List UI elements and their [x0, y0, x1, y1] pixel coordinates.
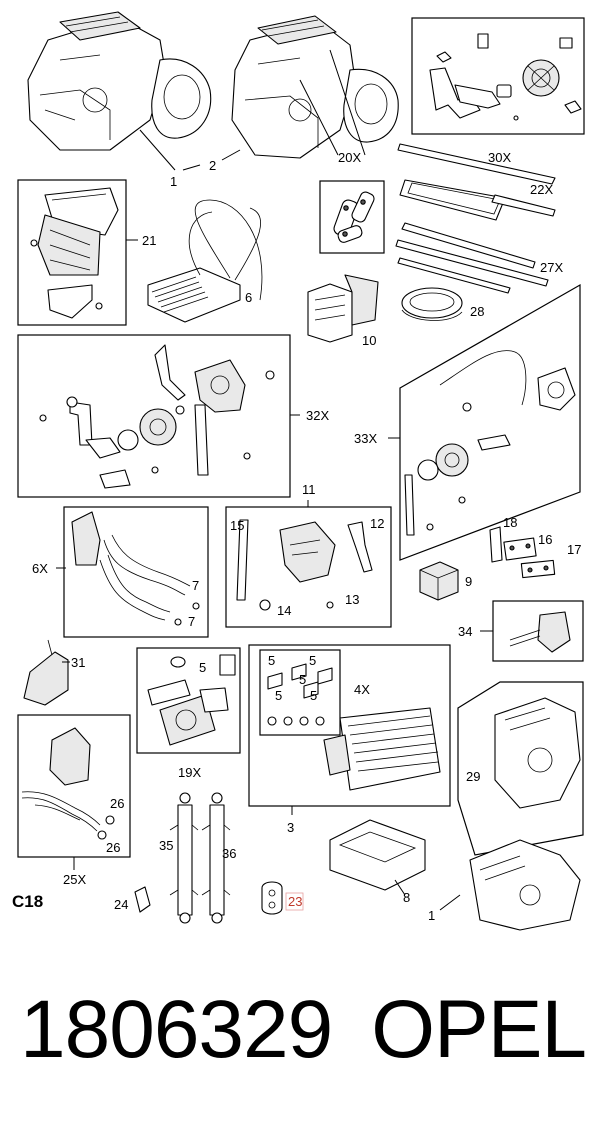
- callout-26a: 26: [110, 796, 124, 811]
- tray-8: [329, 819, 426, 896]
- callout-23: 23: [288, 894, 302, 909]
- callout-19x: 19X: [178, 765, 201, 780]
- callout-5f: 5: [310, 688, 317, 703]
- frame-6x: [63, 506, 209, 638]
- frame-3: [248, 644, 451, 807]
- callout-17: 17: [567, 542, 581, 557]
- callout-2: 2: [209, 158, 216, 173]
- callout-7b: 7: [188, 614, 195, 629]
- resistor-kit-16-17-18: [489, 526, 556, 579]
- seal-strips-22x: [397, 143, 556, 221]
- callout-31: 31: [71, 655, 85, 670]
- frame-20x: [319, 180, 385, 254]
- heater-housing-1b: [439, 839, 581, 931]
- callout-28: 28: [470, 304, 484, 319]
- frame-29: [457, 681, 584, 856]
- control-unit-6: [147, 199, 263, 323]
- temperature-sensor-34: [509, 611, 571, 653]
- flap-linkage-kit-30x: [429, 33, 582, 121]
- frame-19x: [136, 647, 241, 754]
- callout-13: 13: [345, 592, 359, 607]
- callout-11: 11: [302, 482, 316, 497]
- mounting-bracket-35: [169, 792, 199, 924]
- callout-35: 35: [159, 838, 173, 853]
- callout-34: 34: [458, 624, 472, 639]
- callout-14: 14: [277, 603, 291, 618]
- part-number: 1806329: [20, 984, 333, 1075]
- callout-26b: 26: [106, 840, 120, 855]
- section-label: C18: [12, 892, 43, 911]
- callout-23-highlight: [285, 892, 304, 911]
- frame-4x: [259, 649, 341, 736]
- frame-21: [17, 179, 127, 326]
- callout-9: 9: [465, 574, 472, 589]
- callout-4x: 4X: [354, 682, 370, 697]
- callout-5c: 5: [309, 653, 316, 668]
- callout-20x: 20X: [338, 150, 361, 165]
- frame-33x: [399, 283, 581, 561]
- callout-10: 10: [362, 333, 376, 348]
- seal-ring-28: [401, 287, 463, 321]
- callout-25x: 25X: [63, 872, 86, 887]
- callout-12: 12: [370, 516, 384, 531]
- callout-15: 15: [230, 518, 244, 533]
- callout-5a: 5: [199, 660, 206, 675]
- mounting-bracket-36: [201, 792, 231, 924]
- heater-housing-2: [221, 15, 399, 161]
- clips-4x: [267, 663, 333, 726]
- heater-core-3: [323, 707, 441, 791]
- callout-8: 8: [403, 890, 410, 905]
- clip-24: [134, 886, 151, 913]
- blower-intake-21: [30, 187, 119, 319]
- callout-21: 21: [142, 233, 156, 248]
- footer: 1806329 OPEL: [0, 975, 600, 1085]
- seals-20x: [333, 191, 375, 243]
- frame-32x: [17, 334, 291, 498]
- callout-32x: 32X: [306, 408, 329, 423]
- callout-5e: 5: [275, 688, 282, 703]
- flap-kit-33x: [404, 350, 576, 536]
- callout-5b: 5: [268, 653, 275, 668]
- actuator-10: [307, 274, 379, 343]
- callout-22x: 22X: [530, 182, 553, 197]
- callout-16: 16: [538, 532, 552, 547]
- brand-name: OPEL: [371, 984, 587, 1075]
- callout-3: 3: [287, 820, 294, 835]
- heater-housing-1: [27, 11, 212, 171]
- seal-strips-27x: [395, 222, 549, 294]
- heater-hoses-25x: [21, 727, 115, 840]
- callout-24: 24: [114, 897, 128, 912]
- coolant-valve-19x: [147, 654, 236, 746]
- air-duct-31: [23, 639, 70, 706]
- callout-7a: 7: [192, 578, 199, 593]
- callout-36: 36: [222, 846, 236, 861]
- callout-5d: 5: [299, 672, 306, 687]
- callout-1b: 1: [428, 908, 435, 923]
- callout-6: 6: [245, 290, 252, 305]
- callout-33x: 33X: [354, 431, 377, 446]
- callout-29: 29: [466, 769, 480, 784]
- callout-6x: 6X: [32, 561, 48, 576]
- callout-18: 18: [503, 515, 517, 530]
- callout-1: 1: [170, 174, 177, 189]
- relay-9: [419, 561, 459, 601]
- heater-assembly-29: [494, 697, 581, 809]
- grommet-23: [261, 881, 283, 915]
- heater-hoses-6x: [71, 511, 200, 626]
- flap-kit-32x: [39, 344, 275, 489]
- regulator-11: [236, 519, 373, 611]
- callout-30x: 30X: [488, 150, 511, 165]
- callout-27x: 27X: [540, 260, 563, 275]
- frame-30x: [411, 17, 585, 135]
